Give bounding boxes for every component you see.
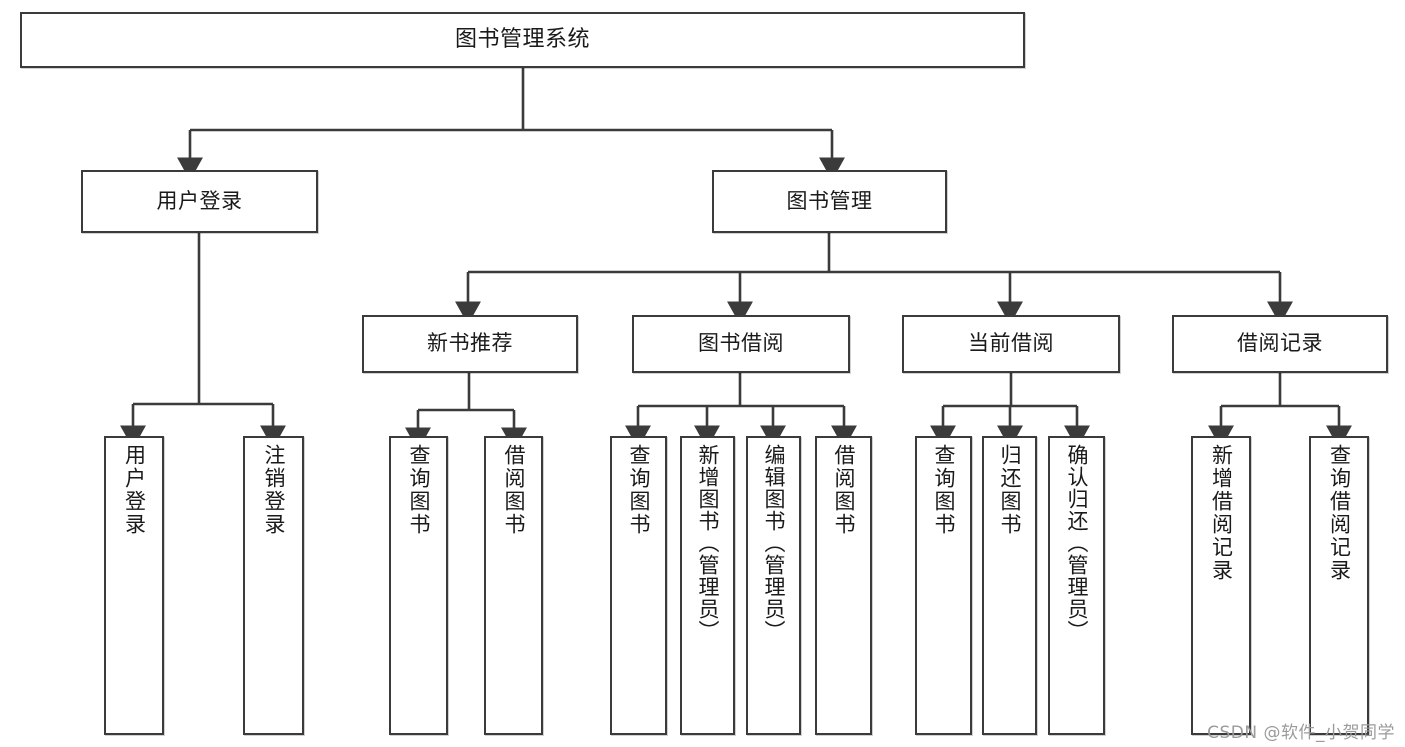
leaf-borrow-books-recommend[interactable]: 借阅图书 — [484, 436, 543, 735]
node-user-login[interactable]: 用户登录 — [81, 170, 318, 233]
csdn-watermark: CSDN @软件_小贺同学 — [1207, 723, 1395, 743]
node-label: 查询图书 — [407, 444, 431, 536]
node-label: 编辑图书（管理员） — [762, 444, 786, 642]
node-label: 借阅图书 — [502, 444, 526, 536]
node-label: 查询借阅记录 — [1327, 444, 1352, 582]
leaf-add-borrow-record[interactable]: 新增借阅记录 — [1191, 436, 1251, 735]
node-book-borrow[interactable]: 图书借阅 — [632, 315, 850, 373]
node-label: 用户登录 — [156, 188, 243, 213]
node-label: 新增借阅记录 — [1209, 444, 1234, 582]
leaf-query-books-borrow[interactable]: 查询图书 — [610, 436, 667, 735]
node-borrow-records[interactable]: 借阅记录 — [1172, 315, 1388, 373]
leaf-logout[interactable]: 注销登录 — [243, 436, 304, 735]
leaf-add-book-admin[interactable]: 新增图书（管理员） — [680, 436, 735, 735]
node-new-book-recommend[interactable]: 新书推荐 — [362, 315, 578, 373]
leaf-query-books-recommend[interactable]: 查询图书 — [389, 436, 448, 735]
node-current-borrow[interactable]: 当前借阅 — [902, 315, 1120, 373]
node-label: 借阅记录 — [1237, 331, 1323, 356]
node-label: 新书推荐 — [427, 331, 513, 356]
node-label: 图书借阅 — [698, 331, 784, 356]
leaf-return-book[interactable]: 归还图书 — [982, 436, 1037, 735]
node-root-system[interactable]: 图书管理系统 — [20, 12, 1025, 68]
node-label: 借阅图书 — [832, 444, 856, 536]
node-label: 用户登录 — [122, 444, 147, 536]
node-label: 新增图书（管理员） — [696, 444, 720, 642]
node-label: 注销登录 — [262, 444, 286, 536]
node-label: 图书管理系统 — [454, 26, 590, 52]
leaf-query-borrow-record[interactable]: 查询借阅记录 — [1309, 436, 1369, 735]
leaf-query-books-current[interactable]: 查询图书 — [915, 436, 972, 735]
node-label: 当前借阅 — [968, 331, 1054, 356]
leaf-edit-book-admin[interactable]: 编辑图书（管理员） — [746, 436, 801, 735]
leaf-confirm-return-admin[interactable]: 确认归还（管理员） — [1048, 436, 1105, 735]
node-label: 归还图书 — [998, 444, 1022, 536]
node-book-management[interactable]: 图书管理 — [712, 170, 947, 233]
leaf-user-login[interactable]: 用户登录 — [104, 436, 164, 735]
node-label: 图书管理 — [786, 188, 873, 213]
node-label: 查询图书 — [627, 444, 651, 536]
node-label: 确认归还（管理员） — [1065, 444, 1089, 642]
leaf-borrow-book[interactable]: 借阅图书 — [815, 436, 872, 735]
node-label: 查询图书 — [932, 444, 956, 536]
